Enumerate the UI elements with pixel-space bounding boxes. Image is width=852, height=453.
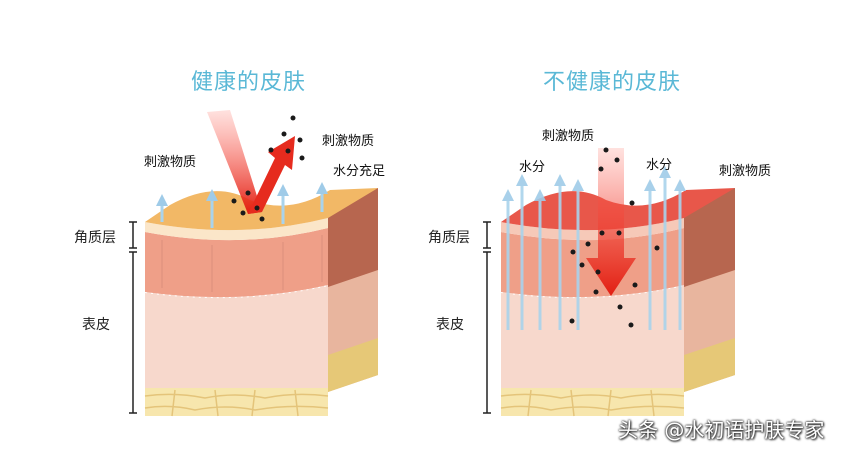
watermark-text: 头条 @水初语护肤专家 xyxy=(618,418,825,442)
fat-cells xyxy=(144,389,329,417)
stimulus-label: 刺激物质 xyxy=(719,164,772,179)
fat-cells xyxy=(500,389,685,417)
stimulus-label: 刺激物质 xyxy=(322,134,375,149)
unhealthy-skin-block xyxy=(483,147,735,417)
healthy-skin-block xyxy=(129,110,378,417)
stimulus-reflected-arrow xyxy=(248,136,295,214)
healthy-skin-title: 健康的皮肤 xyxy=(191,70,307,95)
block-side-fat xyxy=(684,338,735,392)
stimulus-particles xyxy=(569,147,660,328)
block-side-fat xyxy=(328,338,378,392)
layer-bracket xyxy=(129,221,137,414)
stratum-corneum-layer xyxy=(145,218,328,241)
stimulus-incoming-arrow xyxy=(207,110,262,214)
block-side-dermis xyxy=(328,188,378,287)
water-arrows xyxy=(502,166,686,330)
layer-bracket xyxy=(483,221,491,414)
epidermis-layer xyxy=(501,285,684,392)
dermis-lines xyxy=(161,235,323,292)
stratum-corneum-label: 角质层 xyxy=(74,230,116,246)
water-label: 水分 xyxy=(519,160,546,175)
stimulus-label: 刺激物质 xyxy=(542,129,595,144)
water-label: 水分 xyxy=(646,158,673,173)
epidermis-label: 表皮 xyxy=(436,317,464,333)
stimulus-label: 刺激物质 xyxy=(144,155,197,170)
stimulus-penetrating-arrow xyxy=(586,148,636,296)
unhealthy-skin-title: 不健康的皮肤 xyxy=(543,70,682,95)
stratum-corneum-label: 角质层 xyxy=(428,230,470,246)
stratum-corneum-layer xyxy=(501,218,684,241)
epidermis-label: 表皮 xyxy=(82,317,110,333)
epidermis-layer xyxy=(145,285,328,392)
stimulus-particles xyxy=(231,115,305,222)
water-sufficient-label: 水分充足 xyxy=(333,164,386,179)
water-arrows xyxy=(156,182,328,228)
block-side-dermis xyxy=(684,188,735,287)
